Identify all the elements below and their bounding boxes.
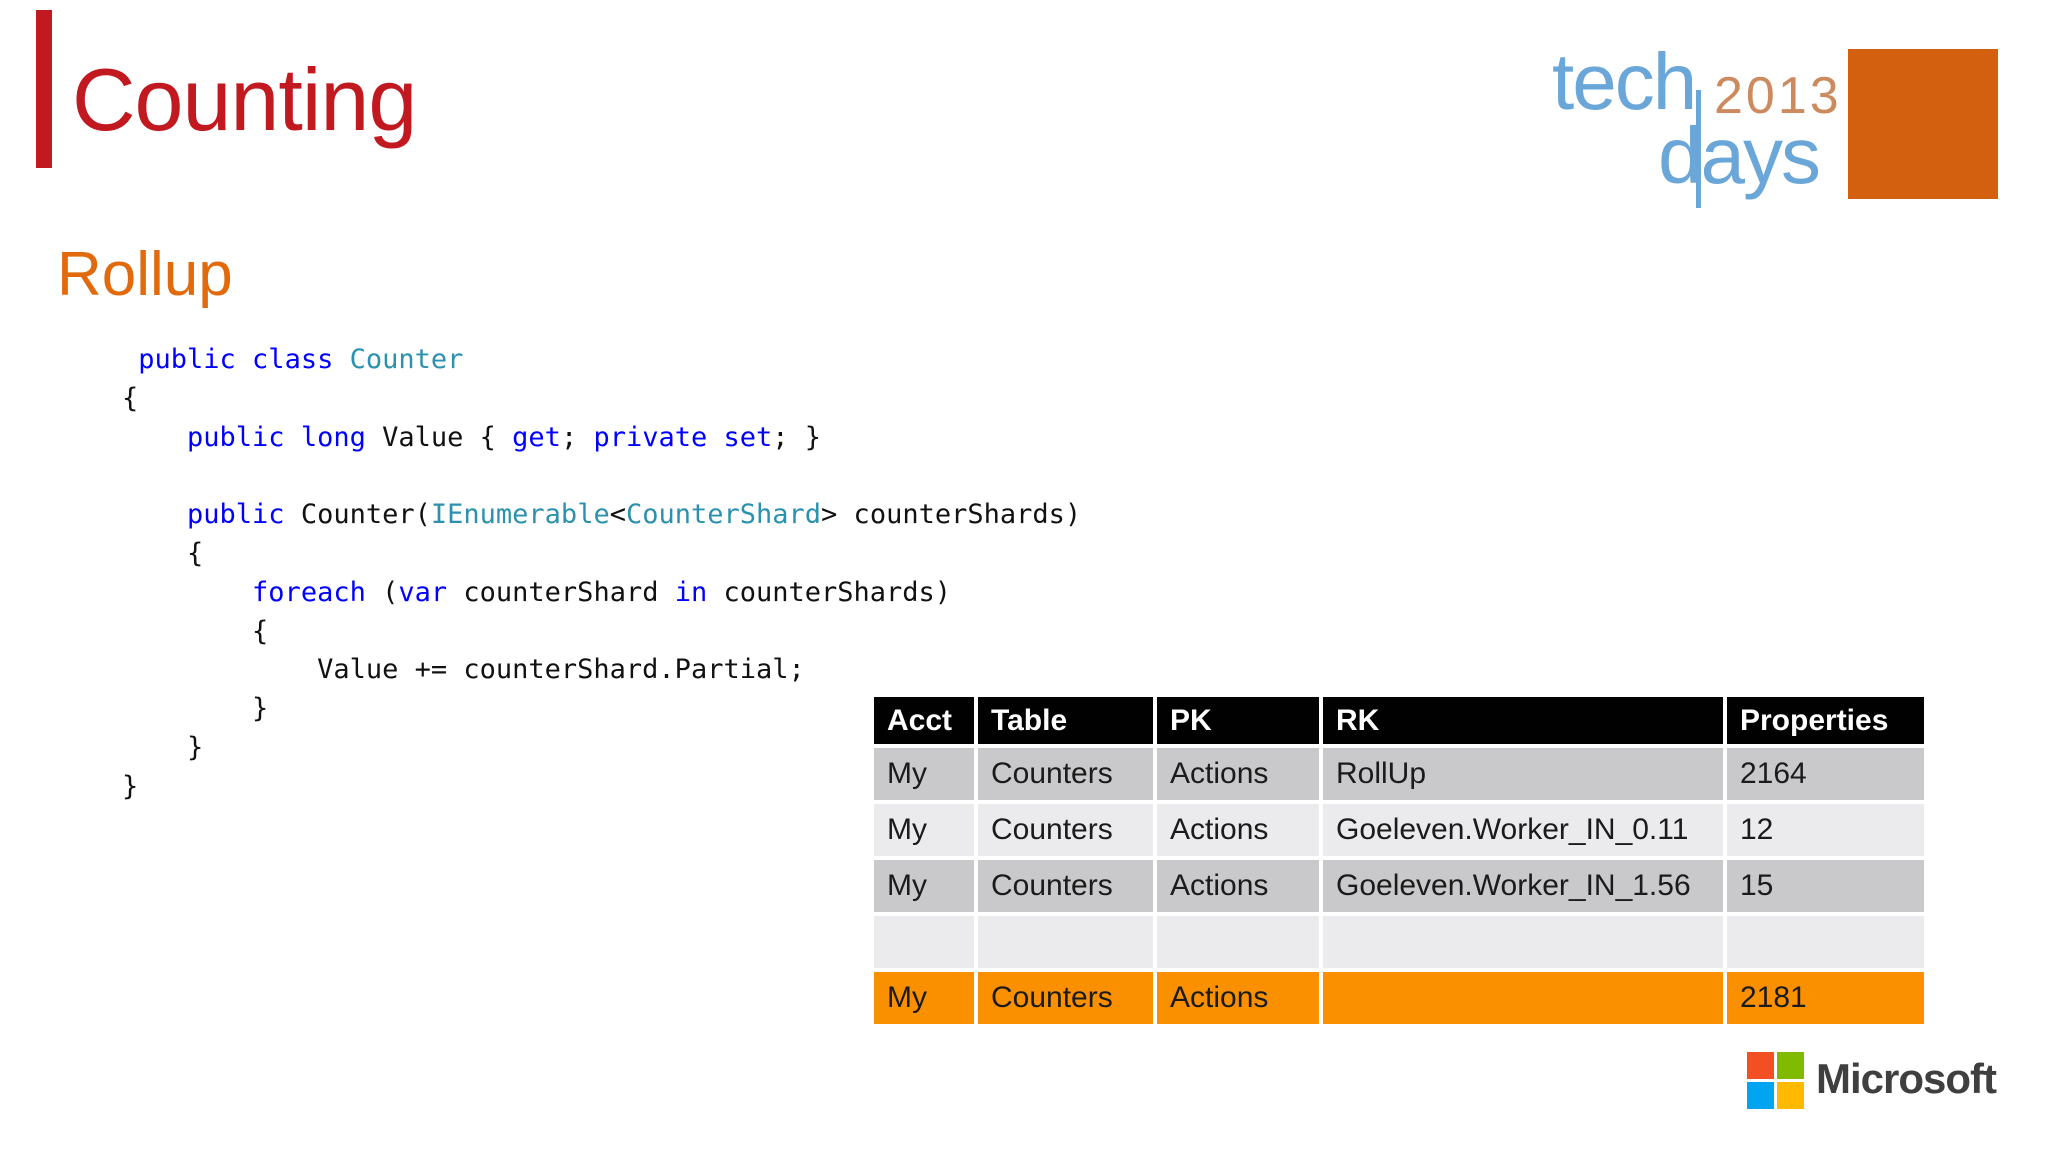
code-token: Value += counterShard.Partial; (122, 654, 805, 686)
code-token (333, 344, 349, 375)
table-cell: My (874, 804, 974, 856)
table-cell (1157, 916, 1319, 968)
table-header-cell: Table (978, 697, 1153, 744)
table-cell: 2164 (1727, 748, 1924, 800)
table-cell: Goeleven.Worker_IN_1.56 (1323, 860, 1723, 912)
logo-days-text: days (1658, 111, 1821, 200)
code-line: { (122, 380, 1081, 419)
code-token: { (122, 382, 139, 414)
code-line (122, 457, 1081, 496)
ms-square-green (1777, 1052, 1804, 1079)
code-token: get (512, 421, 561, 453)
code-token: IEnumerable (430, 499, 610, 531)
code-line: public class Counter (122, 341, 1081, 380)
table-cell (1323, 972, 1723, 1024)
table-header-cell: PK (1157, 697, 1319, 744)
table-cell: My (874, 860, 974, 912)
code-token: counterShard (447, 576, 675, 608)
table-cell: 12 (1727, 804, 1924, 856)
code-token: foreach (252, 576, 366, 608)
code-token (122, 577, 252, 608)
code-token: public class (138, 344, 334, 375)
table-cell: Counters (978, 748, 1153, 800)
table-cell: Actions (1157, 748, 1319, 800)
code-token: < (609, 499, 626, 531)
code-token: ( (365, 576, 399, 608)
code-token: public long (187, 421, 366, 453)
code-token: } (122, 693, 269, 725)
red-accent-bar (36, 10, 52, 168)
ms-square-blue (1747, 1082, 1774, 1109)
code-line: public Counter(IEnumerable<CounterShard>… (122, 496, 1081, 535)
table-cell: Actions (1157, 804, 1319, 856)
code-token: in (674, 576, 708, 608)
table-cell: My (874, 748, 974, 800)
table-cell: Counters (978, 972, 1153, 1024)
microsoft-squares-icon (1747, 1052, 1804, 1109)
table-cell: 15 (1727, 860, 1924, 912)
code-line: { (122, 613, 1081, 652)
logo-stem (1696, 90, 1701, 208)
code-token: { (122, 537, 204, 569)
logo-year-text: 2013 (1714, 67, 1842, 125)
logo-tech-text: tech (1552, 37, 1697, 126)
code-token: } (122, 731, 204, 763)
code-token (122, 344, 138, 375)
code-block: public class Counter{ public long Value … (122, 341, 1081, 807)
table-cell: Actions (1157, 972, 1319, 1024)
microsoft-logo: Microsoft (1747, 1048, 2027, 1109)
table-cell: Actions (1157, 860, 1319, 912)
code-token: var (398, 576, 448, 608)
code-token: CounterShard (625, 499, 822, 531)
microsoft-wordmark: Microsoft (1816, 1055, 1997, 1102)
code-line: public long Value { get; private set; } (122, 419, 1081, 458)
slide-subtitle: Rollup (57, 240, 233, 309)
code-token: private set (593, 421, 773, 453)
ms-square-yellow (1777, 1082, 1804, 1109)
table-cell: Goeleven.Worker_IN_0.11 (1323, 804, 1723, 856)
code-token: Counter (349, 344, 464, 375)
code-line: { (122, 535, 1081, 574)
table-cell: My (874, 972, 974, 1024)
code-token: } (122, 770, 139, 802)
techdays-logo: tech 2013 days (1540, 30, 1870, 210)
table-cell: RollUp (1323, 748, 1723, 800)
code-token: ; (560, 421, 594, 453)
table-cell: 2181 (1727, 972, 1924, 1024)
code-line: } (122, 768, 1081, 807)
code-line: } (122, 690, 1081, 729)
table-cell (1727, 916, 1924, 968)
table-cell: Counters (978, 804, 1153, 856)
table-header-cell: RK (1323, 697, 1723, 744)
code-token: > counterShards) (821, 499, 1082, 531)
code-token (122, 499, 187, 530)
table-header-cell: Acct (874, 697, 974, 744)
code-token: { (122, 615, 269, 647)
code-token: ; } (772, 421, 822, 453)
code-line: foreach (var counterShard in counterShar… (122, 574, 1081, 613)
slide-title: Counting (72, 50, 417, 149)
code-token: Value { (365, 421, 513, 453)
table-cell (978, 916, 1153, 968)
code-token: public (187, 499, 285, 531)
code-token: counterShards) (707, 576, 952, 608)
table-cell (1323, 916, 1723, 968)
code-line: Value += counterShard.Partial; (122, 651, 1081, 690)
ms-square-red (1747, 1052, 1774, 1079)
logo-orange-square (1848, 49, 1998, 199)
code-line: } (122, 729, 1081, 768)
code-token (122, 422, 187, 453)
table-header-cell: Properties (1727, 697, 1924, 744)
code-token: Counter( (284, 499, 431, 531)
table-cell (874, 916, 974, 968)
table-cell: Counters (978, 860, 1153, 912)
